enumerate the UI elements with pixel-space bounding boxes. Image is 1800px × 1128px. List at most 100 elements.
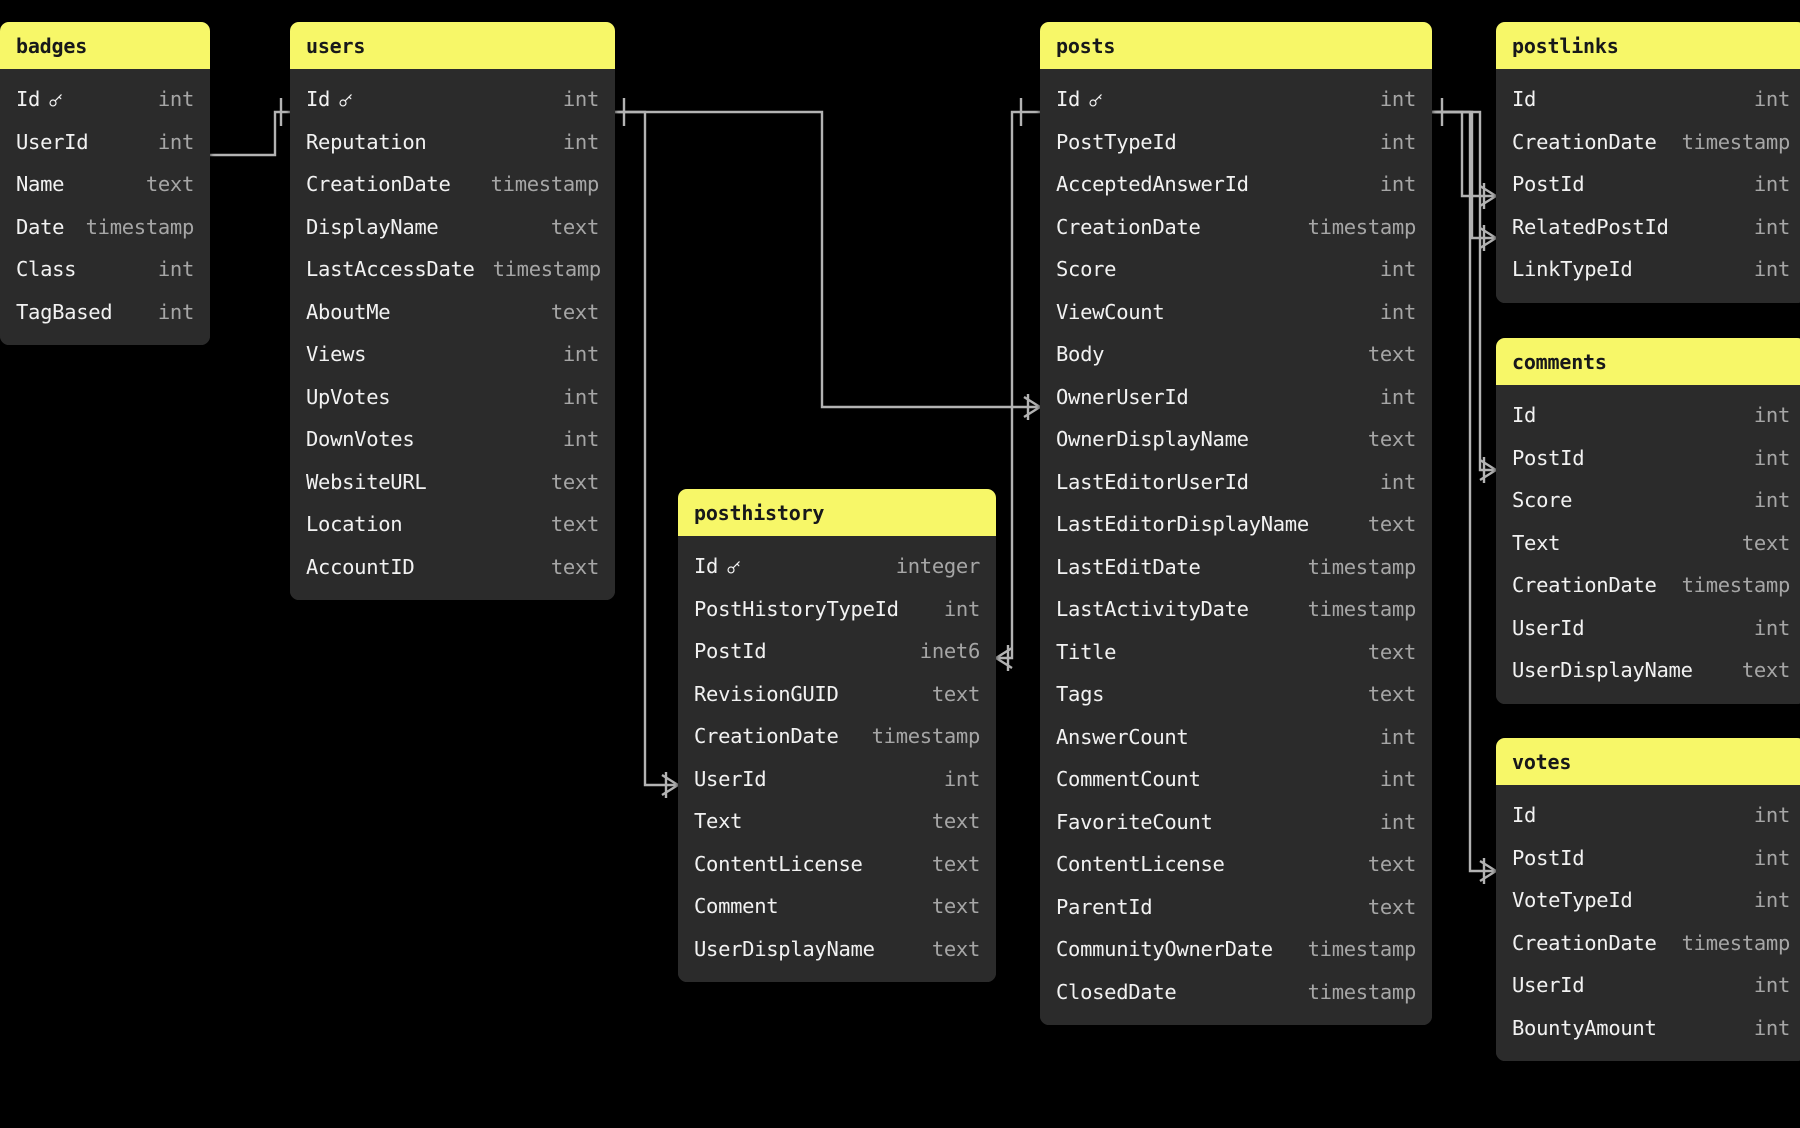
field-name: Id	[306, 87, 354, 111]
field-type-label: text	[145, 172, 194, 197]
primary-key-icon	[725, 559, 742, 576]
field-name-label: CreationDate	[306, 172, 451, 197]
field-type-label: int	[1379, 172, 1416, 197]
table-header-badges[interactable]: badges	[0, 22, 210, 69]
field-type-label: text	[931, 851, 980, 876]
field-name-label: CommentCount	[1056, 767, 1201, 792]
table-header-posts[interactable]: posts	[1040, 22, 1432, 69]
table-header-votes[interactable]: votes	[1496, 738, 1800, 785]
field-name-label: TagBased	[16, 299, 113, 324]
table-header-postlinks[interactable]: postlinks	[1496, 22, 1800, 69]
field-name: LastEditorUserId	[1056, 470, 1249, 494]
field-type-label: int	[1379, 87, 1416, 112]
field-type-label: int	[1753, 973, 1790, 998]
table-header-users[interactable]: users	[290, 22, 615, 69]
field-name: FavoriteCount	[1056, 810, 1213, 834]
table-header-comments[interactable]: comments	[1496, 338, 1800, 385]
field-name-label: UserDisplayName	[694, 936, 875, 961]
link-users-badges	[210, 98, 290, 157]
field-name: Tags	[1056, 682, 1104, 706]
table-header-posthistory[interactable]: posthistory	[678, 489, 996, 536]
field-type-label: timestamp	[1681, 573, 1791, 598]
